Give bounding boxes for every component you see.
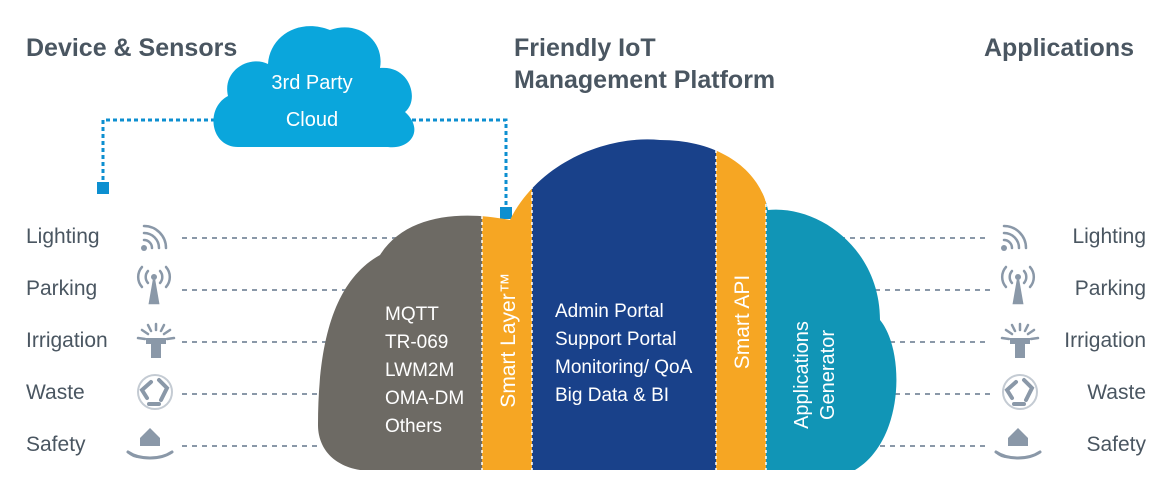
portal-item: Admin Portal bbox=[555, 301, 664, 322]
left-label-waste: Waste bbox=[26, 381, 85, 404]
wifi-signal-icon bbox=[141, 224, 168, 251]
connector-right-end bbox=[500, 207, 512, 219]
protocol-item: MQTT bbox=[385, 304, 439, 325]
third-party-cloud-line1: 3rd Party bbox=[271, 72, 352, 94]
protocol-item: Others bbox=[385, 416, 442, 437]
left-label-irrigation: Irrigation bbox=[26, 329, 108, 352]
wifi-signal-icon bbox=[1001, 224, 1028, 251]
smart-api-label: Smart API bbox=[731, 275, 754, 370]
antenna-icon bbox=[1001, 265, 1035, 305]
right-label-waste: Waste bbox=[1087, 381, 1146, 404]
protocol-item: LWM2M bbox=[385, 360, 454, 381]
recycle-icon bbox=[1002, 374, 1038, 410]
right-label-irrigation: Irrigation bbox=[1064, 329, 1146, 352]
heading-platform-line2: Management Platform bbox=[514, 66, 776, 94]
right-label-lighting: Lighting bbox=[1072, 225, 1146, 248]
portal-item: Big Data & BI bbox=[555, 385, 669, 406]
sprinkler-icon bbox=[1000, 322, 1040, 358]
right-icons bbox=[994, 224, 1042, 460]
left-label-parking: Parking bbox=[26, 277, 98, 300]
heading-devices-sensors: Device & Sensors bbox=[26, 34, 238, 62]
connector-right bbox=[405, 118, 508, 210]
sprinkler-icon bbox=[136, 322, 176, 358]
smart-layer-label: Smart Layer™ bbox=[497, 272, 520, 407]
protocol-item: OMA-DM bbox=[385, 388, 464, 409]
third-party-connectors bbox=[101, 118, 508, 210]
heading-platform-line1: Friendly IoT bbox=[514, 34, 656, 62]
portal-item: Monitoring/ QoA bbox=[555, 357, 693, 378]
home-in-hand-icon bbox=[126, 428, 174, 460]
left-icons bbox=[126, 224, 176, 460]
protocol-item: TR-069 bbox=[385, 332, 448, 353]
protocol-list: MQTT TR-069 LWM2M OMA-DM Others bbox=[385, 304, 464, 437]
portal-band bbox=[532, 139, 716, 470]
app-generator-line1: Applications bbox=[791, 321, 813, 429]
left-label-safety: Safety bbox=[26, 433, 86, 456]
home-in-hand-icon bbox=[994, 428, 1042, 460]
portal-item: Support Portal bbox=[555, 329, 676, 350]
antenna-icon bbox=[137, 265, 171, 305]
left-label-lighting: Lighting bbox=[26, 225, 100, 248]
third-party-cloud-line2: Cloud bbox=[286, 109, 338, 131]
connector-left bbox=[101, 118, 215, 183]
right-label-parking: Parking bbox=[1074, 277, 1146, 300]
heading-platform: Friendly IoT Management Platform bbox=[514, 32, 775, 96]
third-party-cloud: 3rd Party Cloud bbox=[213, 26, 415, 148]
recycle-icon bbox=[137, 374, 173, 410]
portal-list: Admin Portal Support Portal Monitoring/ … bbox=[555, 301, 693, 406]
app-generator-band bbox=[766, 139, 897, 470]
app-generator-line2: Generator bbox=[817, 330, 839, 420]
smart-api-band bbox=[716, 139, 766, 470]
heading-applications: Applications bbox=[983, 34, 1134, 62]
connector-left-end bbox=[97, 182, 109, 194]
right-label-safety: Safety bbox=[1086, 433, 1146, 456]
